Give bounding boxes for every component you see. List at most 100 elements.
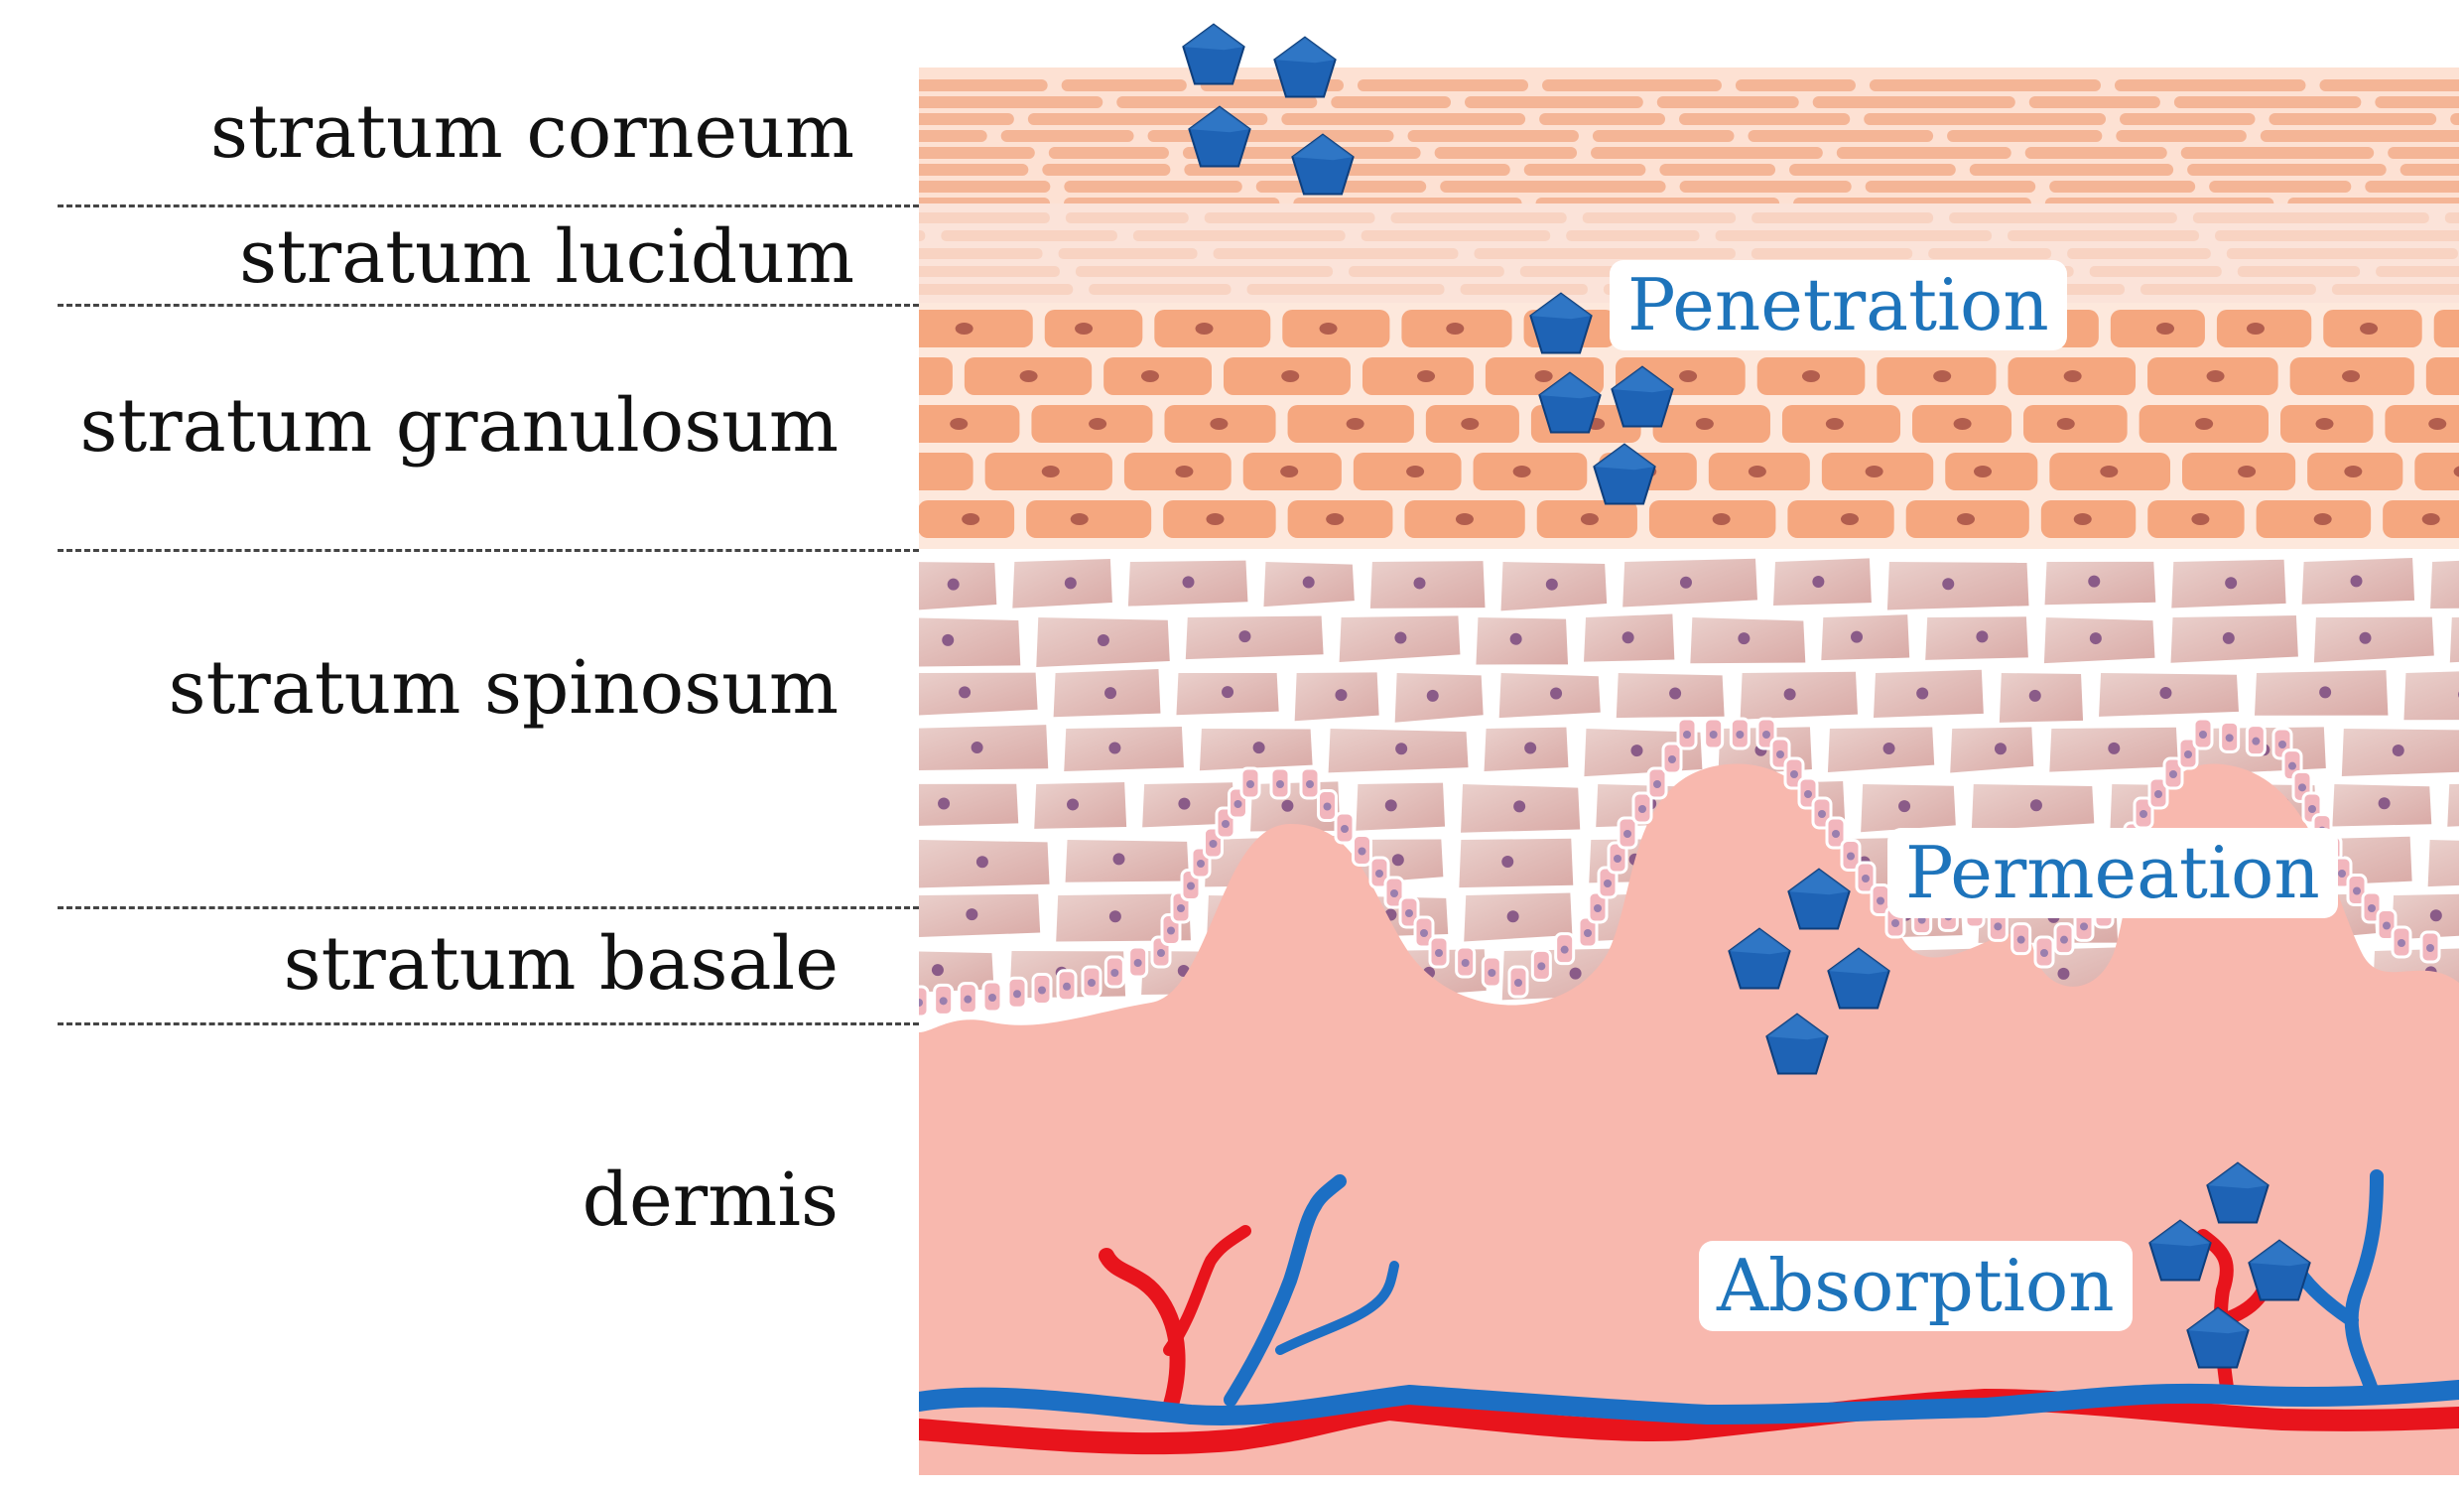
nucleus [1783,688,1796,701]
nucleus [1509,632,1522,645]
corneum-cell [2399,164,2459,176]
nucleus [1384,799,1397,812]
lucidum-cell [1949,212,2177,223]
label-permeation: Permeation [1887,828,2338,919]
nucleus [2159,686,2172,699]
nucleus [2222,631,2235,644]
nucleus [2080,922,2088,931]
corneum-cell [1407,130,1579,142]
label-stratum-basale: stratum basale [283,921,839,1007]
nucleus [1222,686,1234,699]
nucleus [1252,742,1265,754]
corneum-cell [2116,130,2247,142]
nucleus [1238,630,1251,643]
corneum-cell [1281,113,1526,125]
label-penetration: Penetration [1610,260,2067,351]
granulosum-cell [1044,310,1143,347]
nucleus [2342,370,2361,382]
lucidum-cell [1246,284,1445,295]
blood-vessels [919,1169,2459,1455]
spinosum-cell [1950,727,2034,773]
nucleus [1110,969,1119,977]
divider-spinosum-basale [58,906,919,909]
granulosum-cell [2414,453,2459,490]
nucleus [1488,969,1496,977]
nucleus [2288,761,2296,770]
spinosum-cell [1356,782,1446,831]
nucleus [1281,370,1300,382]
nucleus [1426,689,1439,702]
nucleus [1812,575,1825,588]
artery-branch-left-2 [1163,1225,1251,1356]
lucidum-cell [919,248,1043,259]
nucleus [2298,783,2306,792]
corneum-cell [2319,79,2459,91]
nucleus [1461,959,1470,967]
nucleus [1375,870,1383,878]
lucidum-cell [2089,266,2222,277]
nucleus [1712,513,1731,525]
nucleus [2199,731,2207,739]
nucleus [1064,577,1077,590]
spinosum-cell [1185,615,1324,660]
corneum-cell [2114,79,2306,91]
lucidum-cell [941,230,1117,241]
nucleus [2315,418,2334,430]
nucleus [2140,810,2147,818]
nucleus [1108,742,1121,754]
nucleus [2206,370,2225,382]
spinosum-cell [1827,727,1935,772]
lucidum-cell [1715,230,1993,241]
label-stratum-lucidum: stratum lucidum [239,214,854,300]
nucleus [1550,687,1563,700]
nucleus [2063,370,2082,382]
nucleus [1514,979,1522,987]
nucleus [1178,797,1191,810]
corneum-cell [1748,130,1934,142]
nucleus [1177,904,1185,912]
corneum-cell [2187,164,2387,176]
lucidum-cell [1474,248,1736,259]
spinosum-cell [1740,671,1858,720]
nucleus [1851,630,1864,643]
corneum-cell [1542,79,1722,91]
molecule-icon [1183,25,1243,84]
basale-cells [919,717,2441,1018]
lucidum-cell [1132,230,1346,241]
nucleus [1405,909,1413,917]
spinosum-cell [2449,616,2459,663]
nucleus [2458,691,2459,698]
nucleus [1506,910,1519,923]
nucleus [2429,909,2442,922]
corneum-cell [1656,96,1799,108]
nucleus [1197,860,1205,868]
nucleus [2154,790,2162,798]
nucleus [1709,731,1718,739]
corneum-cell [1679,181,1852,193]
vein-main [919,1380,2459,1425]
label-dermis: dermis [582,1157,839,1243]
nucleus [1537,962,1546,971]
nucleus [1341,825,1349,833]
nucleus [2426,944,2434,952]
granulosum-cell [2433,310,2459,347]
nucleus [950,418,969,430]
nucleus [1668,755,1676,763]
spinosum-cell [1476,617,1569,665]
nucleus [1038,986,1046,995]
nucleus [1104,687,1117,700]
nucleus [1157,949,1165,957]
lucidum-cell [1751,212,1934,223]
nucleus [2428,418,2447,430]
nucleus [1916,687,1929,700]
corneum-cell [2260,130,2459,142]
nucleus [1187,881,1195,890]
nucleus [1738,632,1751,645]
corneum-cell [919,181,1051,193]
corneum-cell [1659,164,1776,176]
corneum-cell [1147,130,1394,142]
lucidum-cell [2008,230,2200,241]
spinosum-cell [2447,783,2459,827]
nucleus [2156,323,2175,335]
